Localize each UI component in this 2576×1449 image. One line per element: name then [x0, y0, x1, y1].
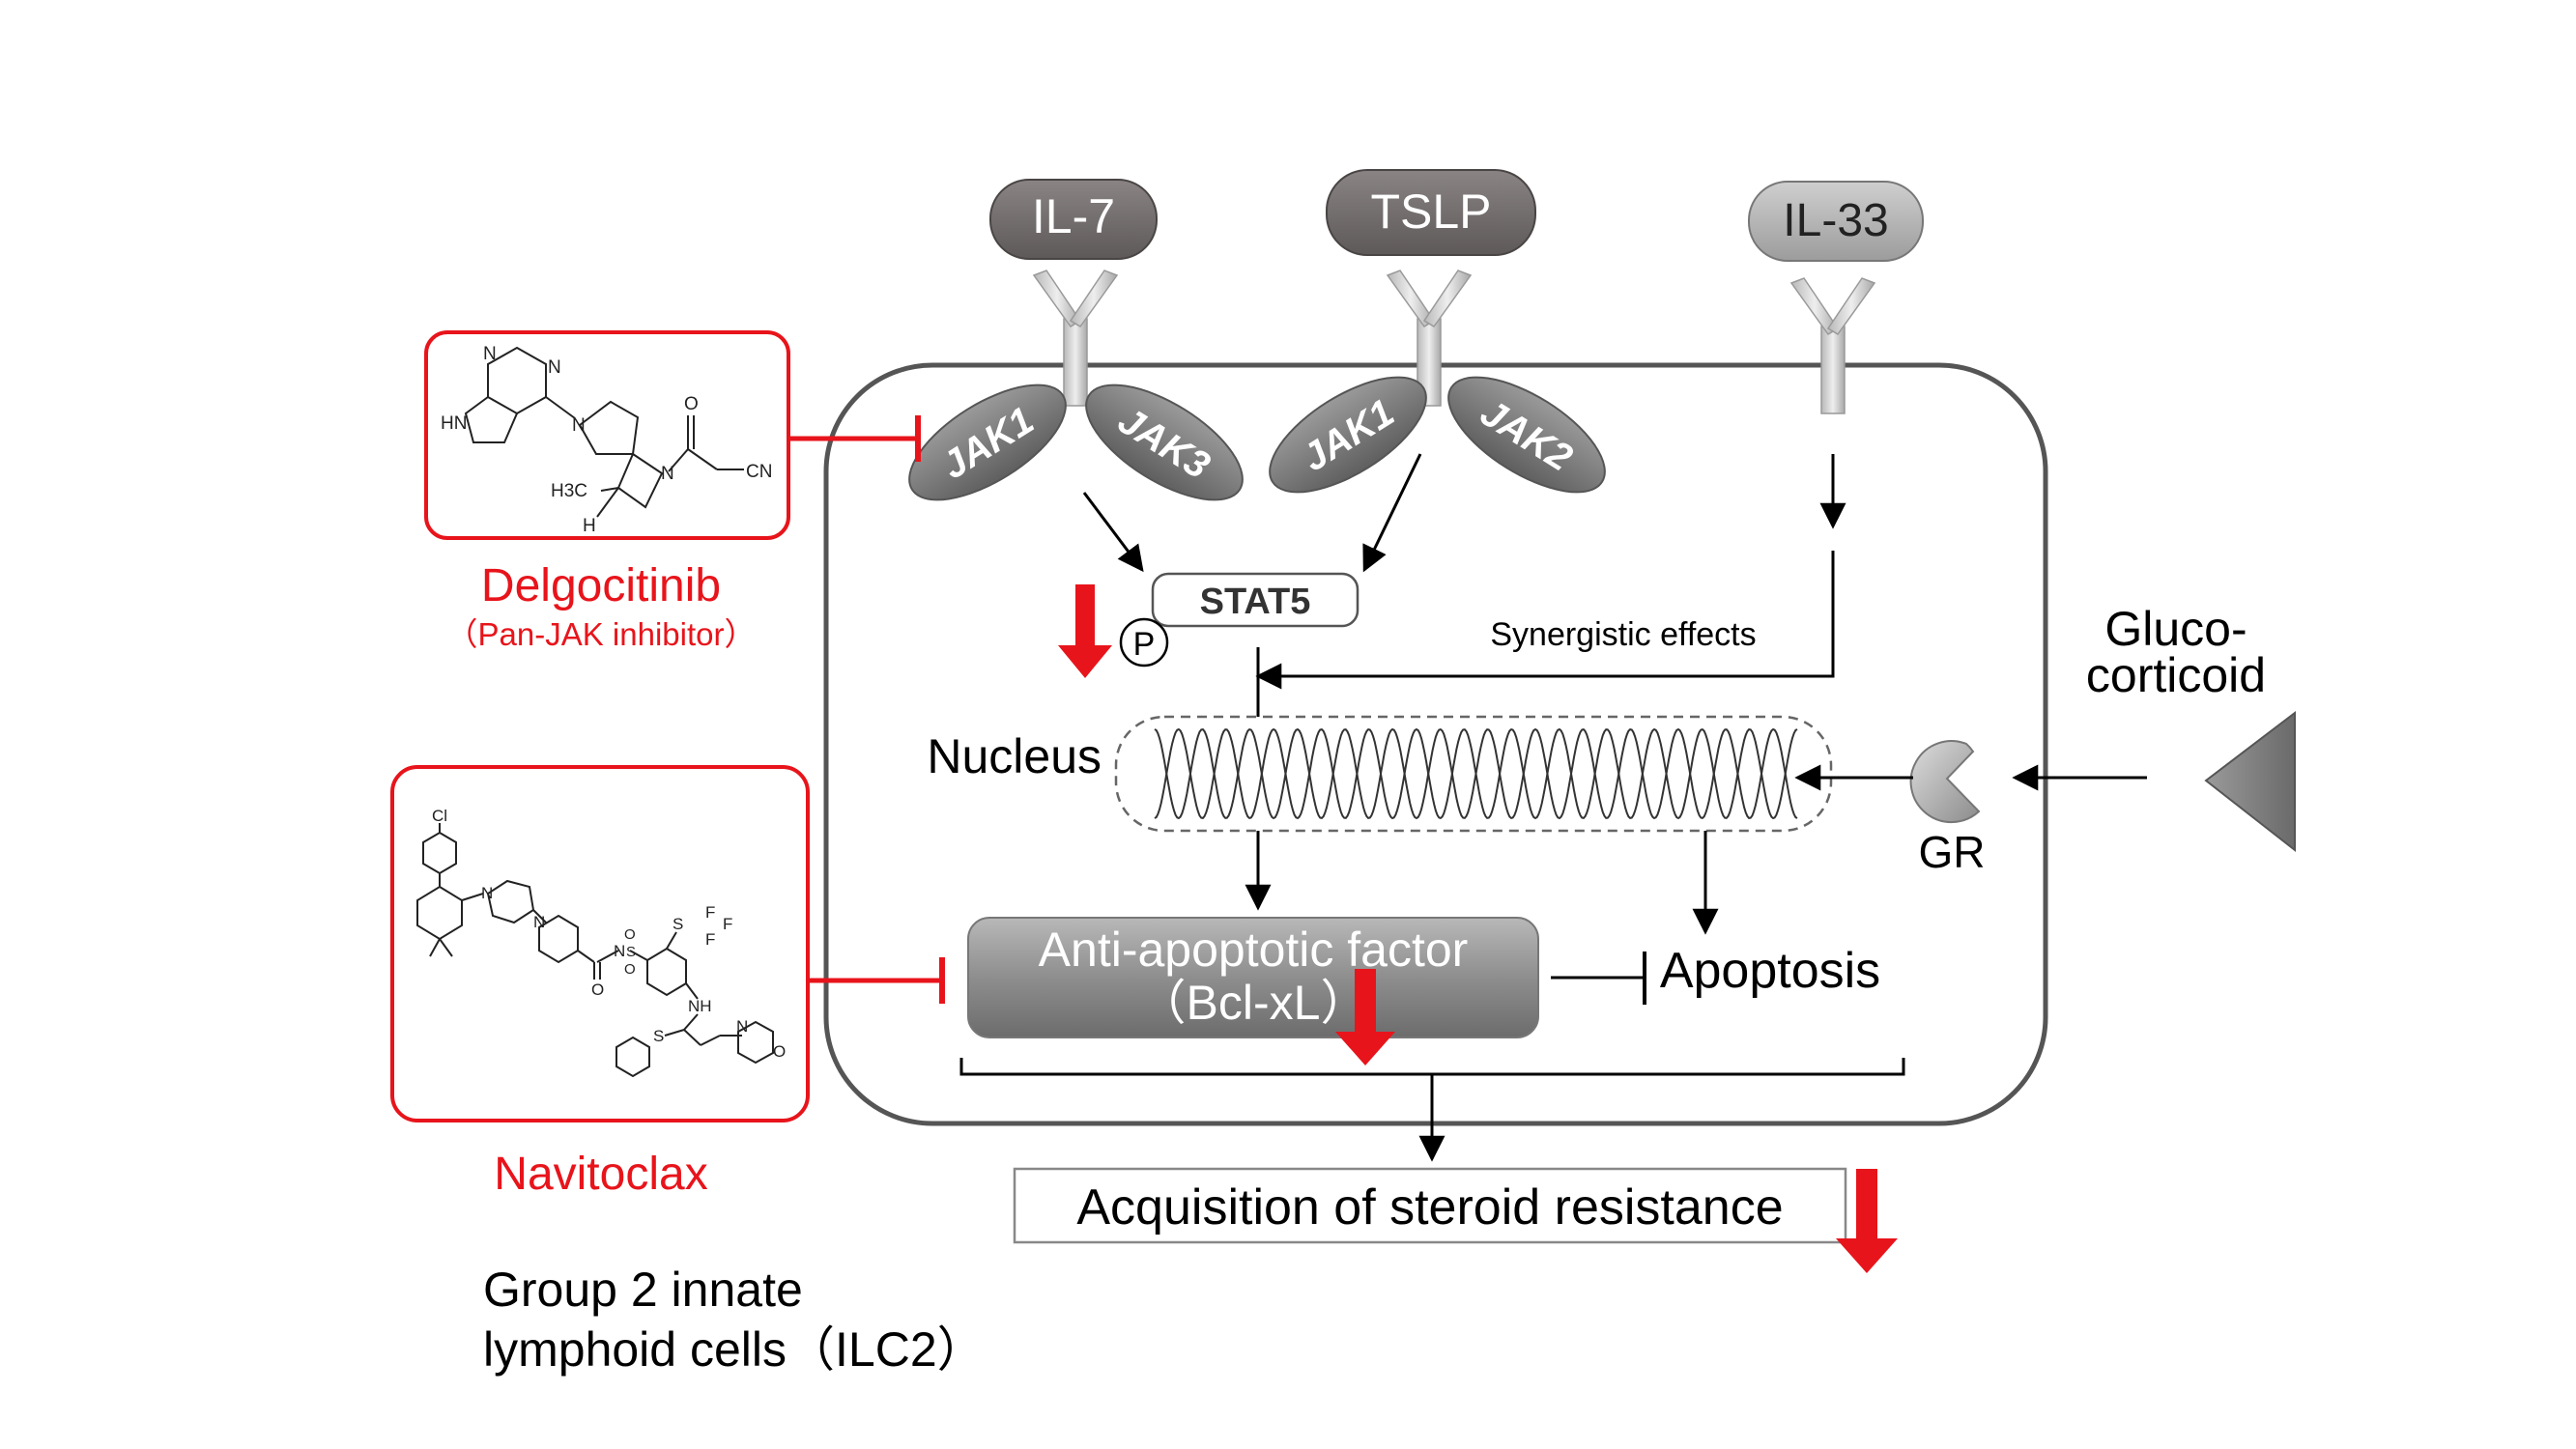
dna-helix	[1154, 727, 1798, 820]
anti-apoptotic-factor-box	[967, 917, 1539, 1038]
ligand-il7: IL-7	[989, 179, 1158, 260]
gr-receptor-icon	[1909, 740, 1981, 824]
atom-label: O	[624, 926, 636, 943]
stat5-box	[1151, 572, 1360, 628]
receptor-il33	[1789, 277, 1876, 414]
atom-label: O	[624, 961, 636, 978]
delgocitinib-atom-labels: N N HN N O N CN H3C H	[441, 344, 772, 536]
arrow-jak1-to-stat5	[1362, 453, 1422, 573]
nucleus	[1114, 715, 1833, 833]
atom-label: N	[572, 415, 586, 436]
atom-label: O	[591, 980, 604, 999]
stat5-label: STAT5	[1200, 582, 1311, 622]
cell-type-label-line2: lymphoid cells（ILC2）	[483, 1322, 986, 1377]
cell-type-label-line1: Group 2 innate	[483, 1263, 803, 1317]
navitoclax-structure	[416, 823, 774, 1078]
atom-label: O	[773, 1042, 786, 1061]
atom-label: N	[481, 884, 493, 902]
steroid-resistance-label: Acquisition of steroid resistance	[1076, 1179, 1783, 1236]
receptor-il7	[1032, 270, 1119, 407]
atom-label: H3C	[551, 481, 587, 501]
atom-label: N	[614, 942, 625, 960]
atom-label: S	[673, 915, 683, 933]
apoptosis-label: Apoptosis	[1660, 943, 1880, 999]
steroid-resistance-box	[1013, 1167, 1847, 1244]
delgocitinib-structure	[464, 346, 744, 518]
glucocorticoid-triangle-icon	[2204, 710, 2296, 853]
atom-label: N	[661, 464, 674, 484]
synergistic-effects-label: Synergistic effects	[1490, 616, 1756, 653]
atom-label: F	[705, 930, 715, 949]
anti-apoptotic-line2: （Bcl-xL）	[1138, 976, 1369, 1030]
ligand-il33-label: IL-33	[1783, 195, 1888, 246]
atom-label: NH	[688, 997, 712, 1015]
delgocitinib-inhibition-line	[788, 415, 921, 462]
atom-label: N	[736, 1017, 748, 1036]
ligand-tslp-label: TSLP	[1370, 185, 1491, 239]
dna-strand	[1154, 727, 1798, 820]
stat5-decrease-arrow	[1058, 584, 1112, 678]
phospho-circle	[1119, 617, 1169, 668]
navitoclax-inhibition-line	[808, 957, 945, 1004]
atom-label: F	[723, 915, 732, 933]
atom-label: H	[583, 516, 596, 536]
atom-label: F	[705, 903, 715, 922]
delgocitinib-description: （Pan-JAK inhibitor）	[446, 616, 757, 652]
atom-label: O	[684, 394, 699, 414]
navitoclax-structure-box	[390, 765, 810, 1122]
navitoclax-atom-labels: Cl N N O N S O O S F F F NH S N O	[432, 807, 786, 1061]
atom-label: N	[548, 357, 561, 378]
atom-label: HN	[441, 413, 467, 434]
ligand-il33: IL-33	[1748, 181, 1924, 262]
atom-label: Cl	[432, 807, 447, 825]
glucocorticoid-label-line1: Gluco-	[2104, 602, 2247, 656]
glucocorticoid-label-line2: corticoid	[2086, 648, 2266, 702]
navitoclax-name: Navitoclax	[494, 1149, 707, 1200]
resistance-decrease-arrow	[1836, 1169, 1898, 1273]
arrow-jak3-to-stat5	[1082, 492, 1144, 573]
anti-apoptotic-line1: Anti-apoptotic factor	[1039, 923, 1469, 977]
atom-label: S	[653, 1027, 664, 1045]
delgocitinib-name: Delgocitinib	[481, 560, 721, 611]
nucleus-label: Nucleus	[927, 729, 1102, 783]
atom-label: CN	[746, 462, 772, 482]
bclxl-decrease-arrow	[1335, 969, 1395, 1065]
atom-label: S	[626, 944, 636, 960]
receptor-tslp	[1386, 270, 1473, 407]
phospho-label: P	[1133, 626, 1156, 663]
jak1-right: JAK1	[1269, 376, 1427, 494]
ligand-il7-label: IL-7	[1032, 189, 1115, 243]
inhibition-antiapoptotic-to-apoptosis	[1551, 952, 1646, 1005]
atom-label: N	[483, 344, 497, 364]
ligand-tslp: TSLP	[1326, 169, 1536, 256]
gr-label: GR	[1919, 827, 1986, 877]
arrow-il33-synergy	[1255, 551, 1835, 690]
delgocitinib-structure-box	[424, 330, 790, 540]
atom-label: N	[533, 913, 545, 931]
